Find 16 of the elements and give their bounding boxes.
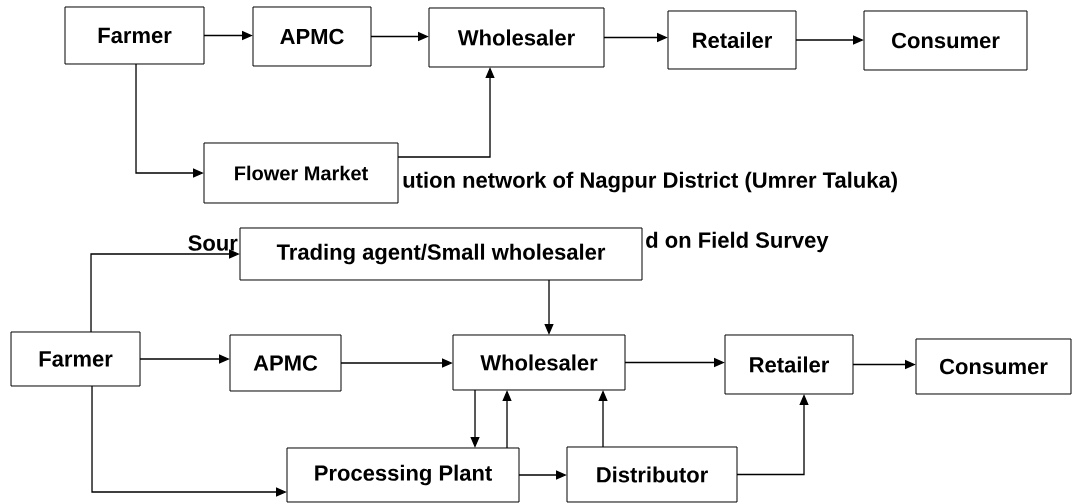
- caption-text: Sour: [188, 235, 238, 251]
- process-box: Distributor: [566, 446, 738, 503]
- process-box: Retailer: [667, 10, 797, 70]
- process-box: APMC: [252, 6, 372, 67]
- process-box: Consumer: [915, 338, 1072, 395]
- process-box: APMC: [229, 334, 342, 392]
- process-box: Flower Market: [203, 142, 399, 204]
- caption-text: ution network of Nagpur District (Umrer Taluka): [403, 171, 897, 193]
- process-box: Wholesaler: [452, 334, 626, 391]
- process-box: Retailer: [724, 334, 854, 395]
- process-box: Farmer: [10, 331, 141, 387]
- process-box: Consumer: [863, 10, 1028, 71]
- process-box: Trading agent/Small wholesaler: [239, 227, 643, 281]
- process-box: Processing Plant: [286, 447, 520, 503]
- process-box: Wholesaler: [428, 7, 605, 68]
- process-box: Farmer: [64, 6, 205, 65]
